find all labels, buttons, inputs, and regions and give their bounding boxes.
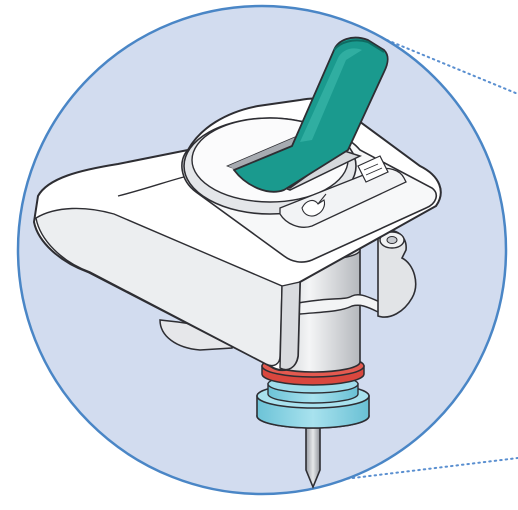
illustration-svg (0, 0, 518, 510)
device-illustration (0, 0, 518, 510)
